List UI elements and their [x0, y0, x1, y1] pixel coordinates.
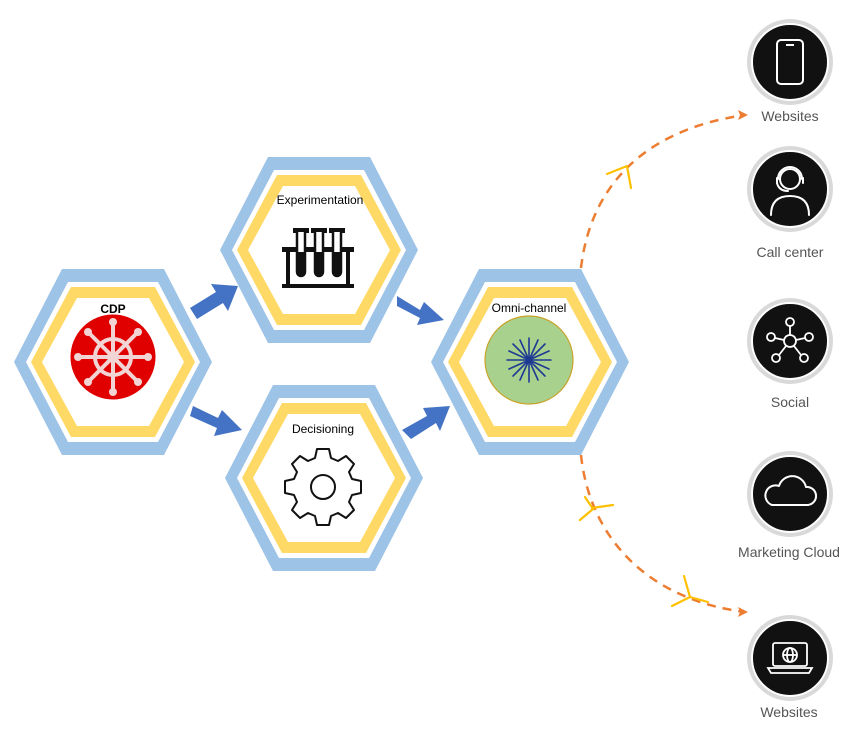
hexagon-decisioning: Decisioning	[225, 385, 423, 571]
channel-label: Websites	[760, 704, 817, 720]
arrow-cdp-to-decisioning	[190, 406, 242, 436]
cdp-label: CDP	[100, 302, 125, 316]
decisioning-label: Decisioning	[292, 422, 354, 436]
channel-websites-1: Websites	[747, 19, 833, 124]
channel-connectors	[578, 110, 748, 617]
channel-label: Marketing Cloud	[738, 544, 840, 560]
channel-call-center: Call center	[747, 146, 833, 260]
hexagon-omni-channel: Omni-channel	[431, 269, 629, 455]
smartphone-icon	[776, 39, 804, 85]
arrow-experimentation-to-omni	[397, 296, 444, 325]
starburst-icon	[484, 315, 574, 405]
hexagon-cdp: CDP	[14, 269, 212, 455]
omni-channel-label: Omni-channel	[492, 301, 567, 315]
gear-icon	[284, 448, 362, 526]
arrowhead-top	[738, 110, 748, 120]
test-tubes-icon	[282, 228, 354, 288]
ship-wheel-icon	[69, 313, 157, 401]
chevron-marker-icon	[578, 164, 710, 608]
channel-label: Websites	[761, 108, 818, 124]
arrowhead-bottom	[738, 607, 748, 617]
laptop-globe-icon	[766, 642, 814, 674]
headset-agent-icon	[770, 166, 810, 216]
flow-arrows	[190, 284, 450, 439]
channel-label: Social	[771, 394, 809, 410]
channel-label: Call center	[757, 244, 824, 260]
arrow-decisioning-to-omni	[402, 406, 450, 439]
experimentation-label: Experimentation	[277, 193, 364, 207]
dashed-arc-bottom	[579, 454, 746, 614]
dashed-arc-top	[579, 113, 746, 269]
cloud-icon	[764, 475, 817, 506]
hexagon-experimentation: Experimentation	[220, 157, 418, 343]
channel-marketing-cloud: Marketing Cloud	[738, 451, 840, 560]
network-icon	[766, 317, 814, 363]
arrow-cdp-to-experimentation	[190, 284, 238, 319]
channel-websites-2: Websites	[747, 615, 833, 720]
channel-social: Social	[747, 298, 833, 410]
